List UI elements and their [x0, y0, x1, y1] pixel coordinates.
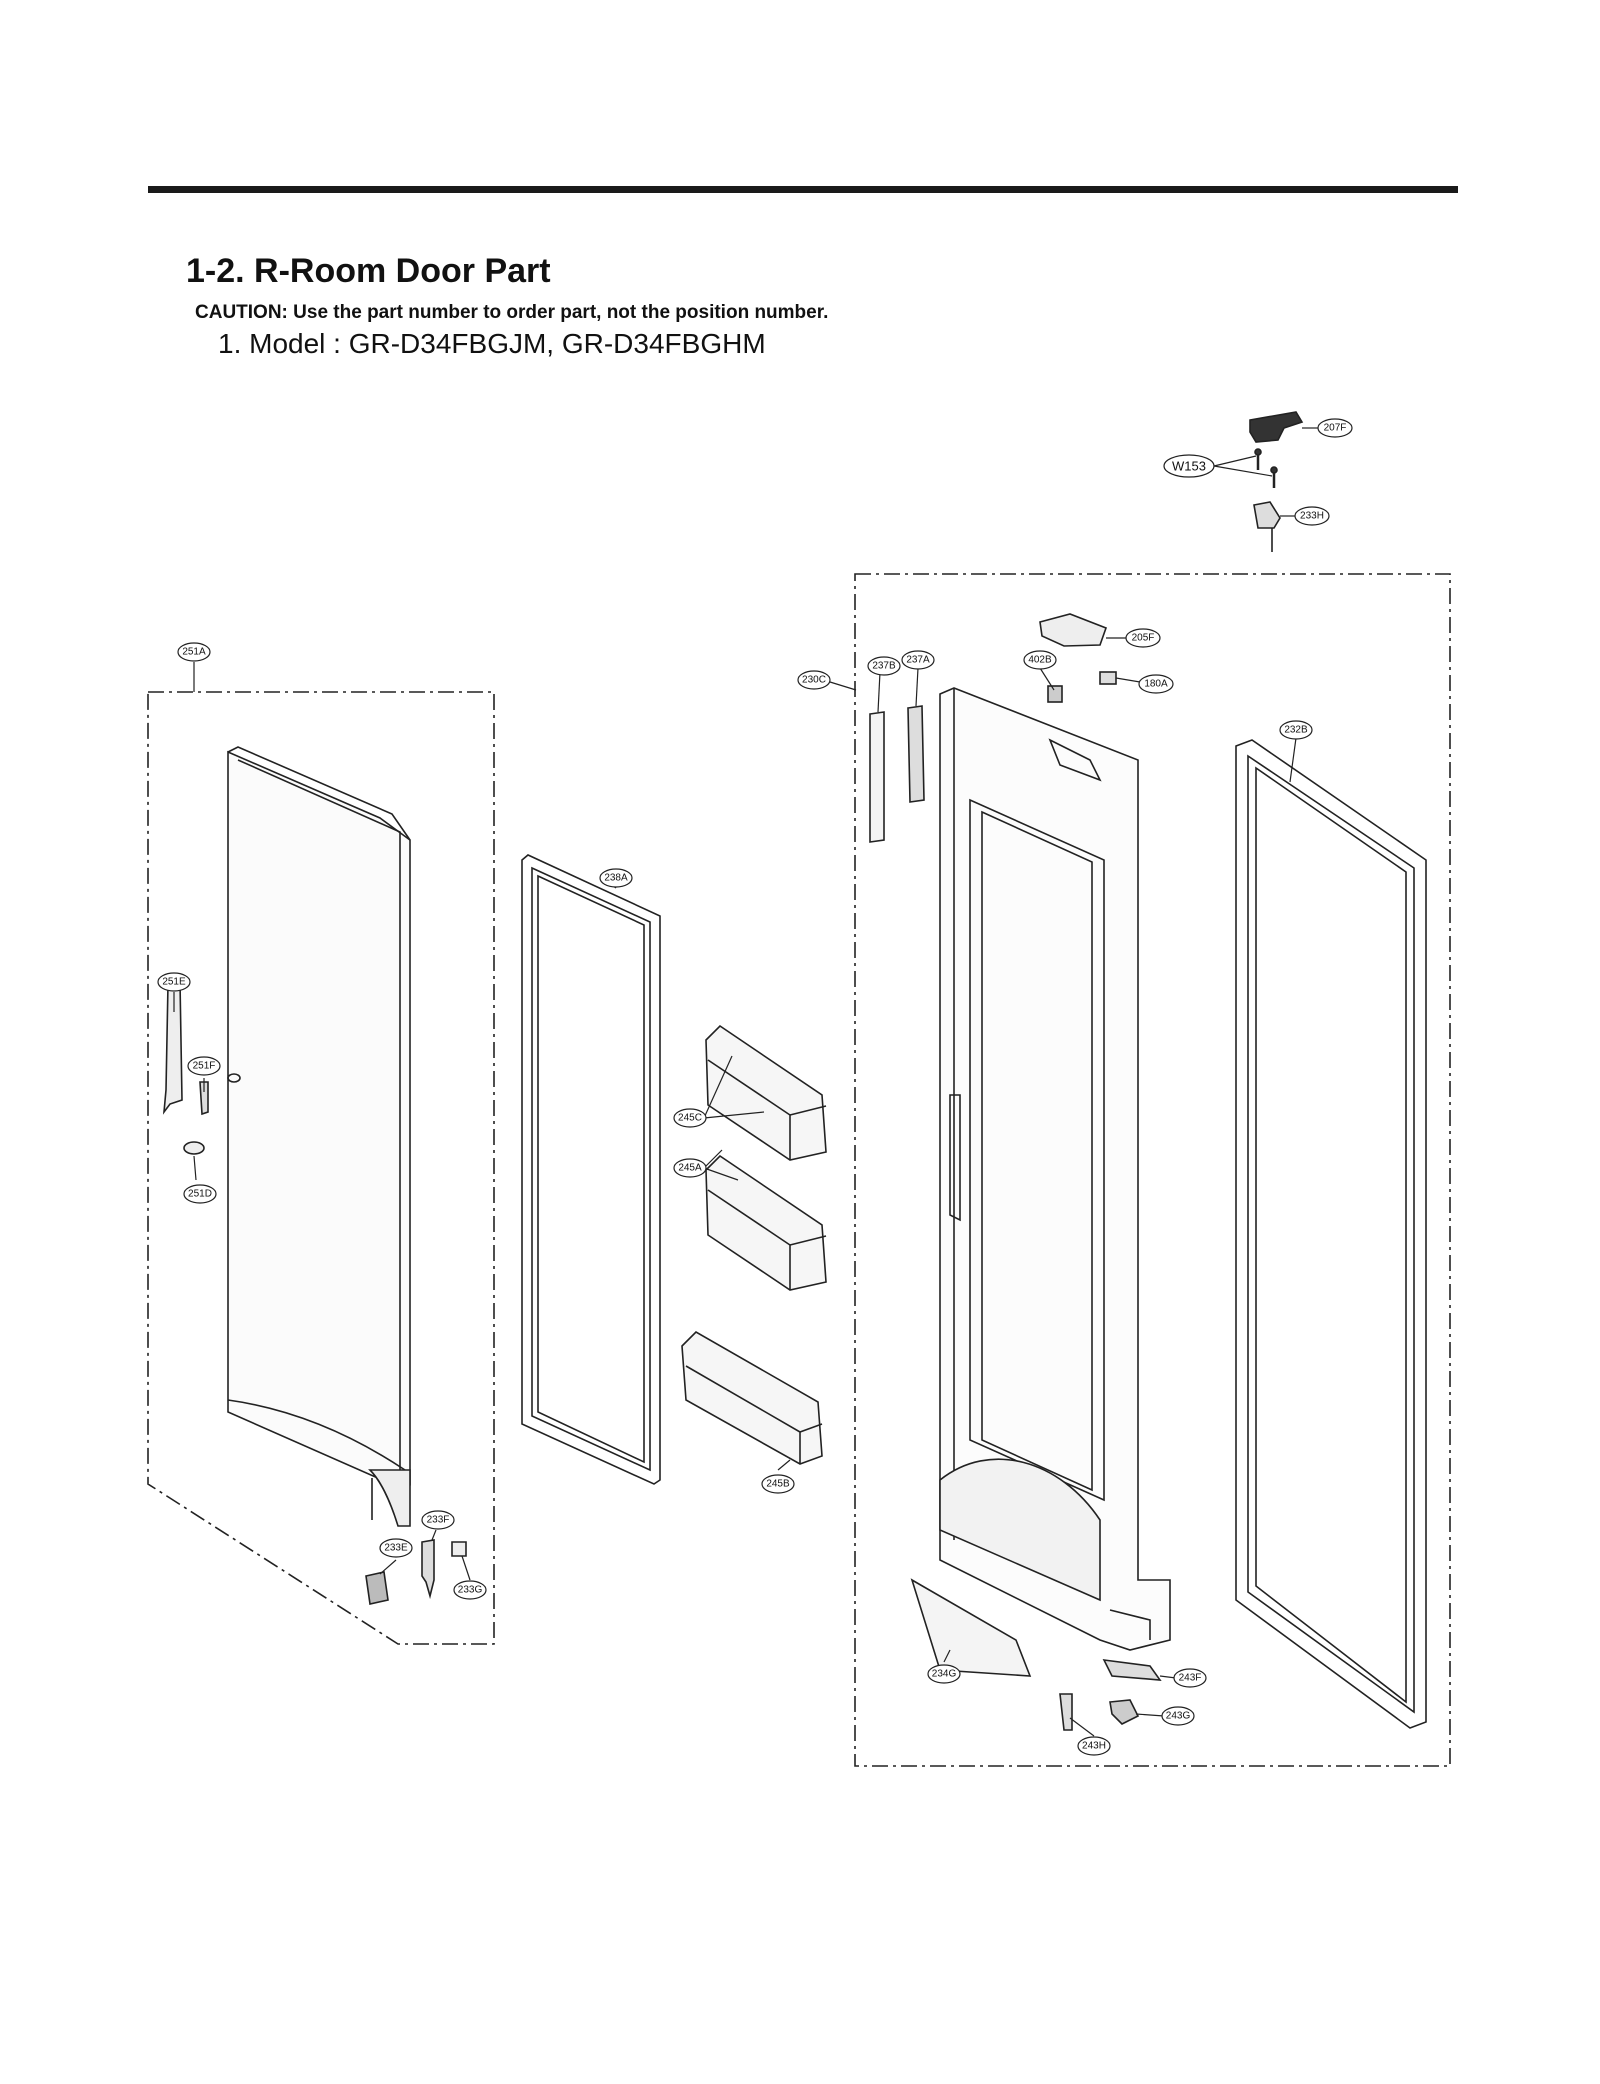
callout-251d: 251D	[188, 1189, 212, 1200]
callout-243g: 243G	[1166, 1711, 1191, 1722]
callout-205f: 205F	[1132, 633, 1155, 644]
callout-233f: 233F	[427, 1515, 450, 1526]
bracket-402b	[1047, 685, 1063, 703]
hinge-233f	[421, 1539, 435, 1600]
model-line: 1. Model : GR-D34FBGJM, GR-D34FBGHM	[218, 328, 766, 359]
strip-237b	[869, 711, 885, 843]
door-bin-245c	[705, 1024, 827, 1161]
inner-door-liner	[939, 687, 1171, 1651]
callout-shapes	[157, 418, 1353, 1756]
cap-251d	[183, 1141, 205, 1155]
callout-243h: 243H	[1082, 1741, 1106, 1752]
clip-233g	[451, 1541, 467, 1557]
screws-w153	[1254, 448, 1278, 488]
bracket-251f	[199, 1081, 209, 1116]
block-233e	[365, 1571, 389, 1605]
hinge-237a	[907, 705, 925, 803]
callout-233g: 233G	[458, 1585, 483, 1596]
callout-233h-top: 233H	[1300, 511, 1324, 522]
callout-207f: 207F	[1324, 423, 1347, 434]
door-bin-245a	[705, 1154, 827, 1291]
left-group-boundary	[147, 691, 495, 1645]
hinge-251e	[162, 981, 183, 1115]
callout-232b: 232B	[1284, 725, 1308, 736]
callout-245a: 245A	[678, 1163, 702, 1174]
right-group-boundary	[854, 573, 1451, 1767]
callout-251a: 251A	[182, 647, 206, 658]
page-title: 1-2. R-Room Door Part	[186, 252, 551, 290]
caution-note: CAUTION: Use the part number to order pa…	[195, 302, 829, 323]
callout-180a: 180A	[1144, 679, 1168, 690]
callout-234g: 234G	[932, 1669, 957, 1680]
callout-w153: W153	[1172, 459, 1206, 474]
callout-230c: 230C	[802, 675, 826, 686]
callout-237b: 237B	[872, 661, 896, 672]
top-hinge-233h	[1253, 501, 1281, 552]
callout-402b: 402B	[1028, 655, 1052, 666]
callout-245b: 245B	[766, 1479, 790, 1490]
cap-205f	[1039, 613, 1108, 647]
pin-243h	[1059, 1693, 1073, 1731]
callout-233e: 233E	[384, 1543, 408, 1554]
door-gasket-238a	[521, 854, 661, 1485]
hinge-243g	[1109, 1699, 1140, 1725]
callout-238a: 238A	[604, 873, 628, 884]
callout-243f: 243F	[1179, 1673, 1202, 1684]
cover-234g	[910, 1578, 1032, 1677]
top-rule	[148, 186, 1458, 193]
top-hinge-cover-207f	[1249, 411, 1304, 443]
pad-180a	[1099, 671, 1117, 685]
callout-245c: 245C	[678, 1113, 702, 1124]
leader-lines	[173, 427, 1318, 1737]
door-bin-245b	[681, 1331, 823, 1465]
side-gasket-232b	[1235, 739, 1427, 1729]
bracket-243f	[1102, 1659, 1162, 1681]
callout-237a: 237A	[906, 655, 930, 666]
callout-251e: 251E	[162, 977, 186, 988]
outer-door-panel	[227, 746, 411, 1527]
callout-251f: 251F	[193, 1061, 216, 1072]
